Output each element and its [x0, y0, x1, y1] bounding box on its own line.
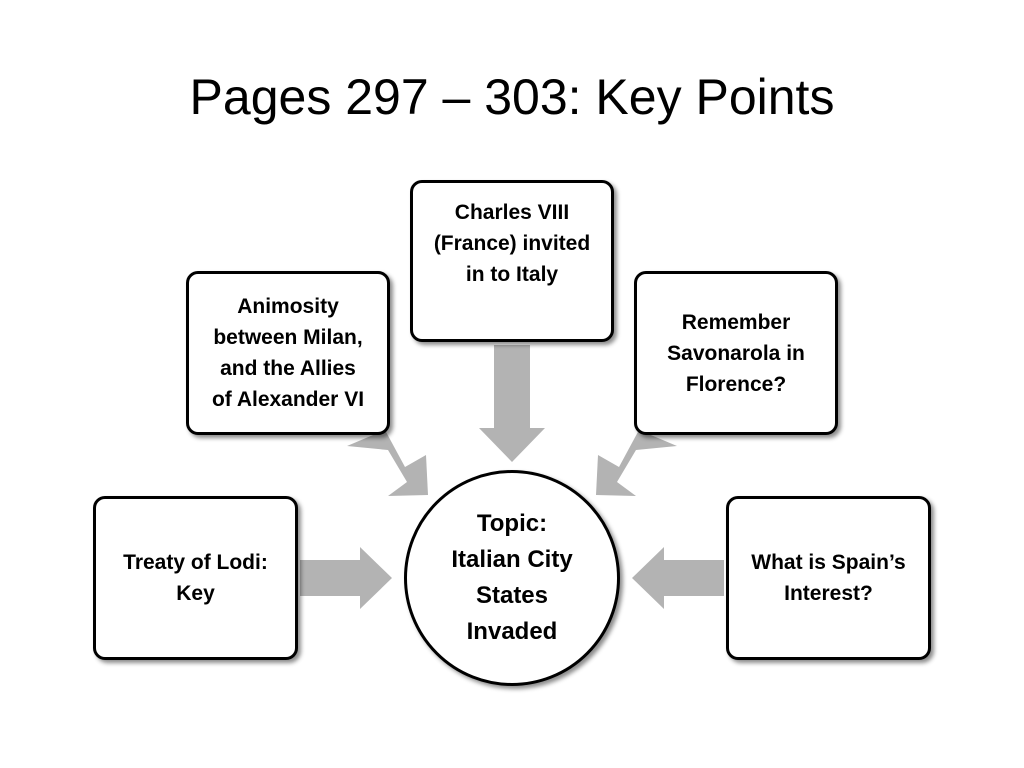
arrow-from-charles: [479, 345, 545, 462]
node-charles-viii: Charles VIII (France) invited in to Ital…: [410, 180, 614, 342]
node-treaty-of-lodi: Treaty of Lodi: Key: [93, 496, 298, 660]
node-charles-viii-text: Charles VIII (France) invited in to Ital…: [433, 200, 591, 286]
node-spain-interest: What is Spain’s Interest?: [726, 496, 931, 660]
center-topic: Topic: Italian City States Invaded: [404, 470, 620, 686]
slide-title: Pages 297 – 303: Key Points: [189, 69, 835, 125]
center-topic-text: Topic: Italian City States Invaded: [451, 510, 573, 645]
arrow-from-savonarola: [596, 430, 677, 496]
node-spain-interest-text: What is Spain’s Interest?: [751, 551, 906, 605]
node-savonarola: Remember Savonarola in Florence?: [634, 271, 838, 435]
node-animosity-text: Animosity between Milan, and the Allies …: [211, 295, 365, 411]
arrow-from-animosity: [347, 430, 428, 496]
arrow-from-treaty: [300, 547, 392, 609]
node-animosity: Animosity between Milan, and the Allies …: [186, 271, 390, 435]
node-savonarola-text: Remember Savonarola in Florence?: [667, 310, 805, 396]
node-treaty-of-lodi-text: Treaty of Lodi: Key: [123, 551, 268, 605]
arrow-from-spain: [632, 547, 724, 609]
